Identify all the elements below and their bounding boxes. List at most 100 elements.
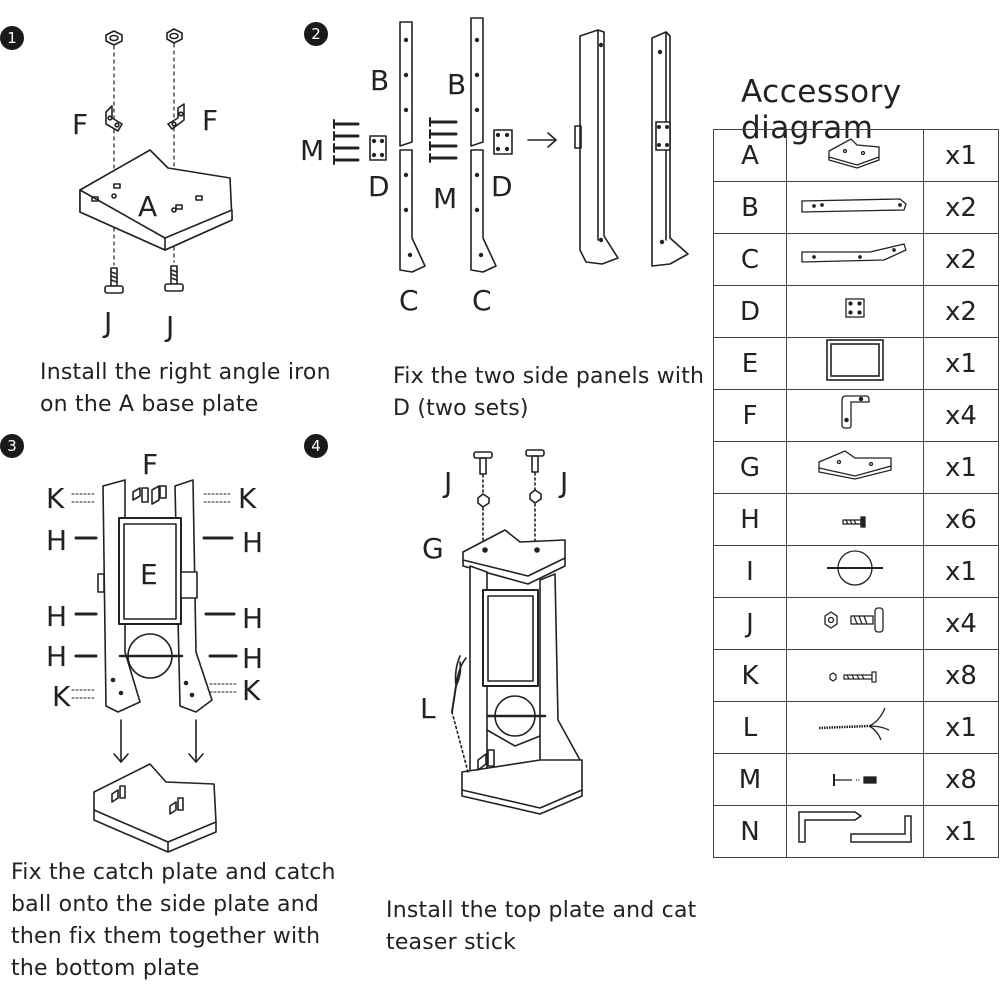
label-d: D: [491, 170, 513, 203]
step-1-caption: Install the right angle iron on the A ba…: [40, 360, 331, 417]
part-letter: L: [713, 701, 787, 754]
screws-m-left: [333, 119, 360, 165]
bolt-icon: [164, 265, 184, 292]
connector-d-left: [369, 135, 387, 161]
label-k: K: [238, 482, 257, 515]
step-2-drawing: [333, 17, 689, 273]
upper-panel-icon: [786, 181, 924, 234]
angle-iron-icon: [167, 103, 185, 130]
nut-icon: [105, 30, 123, 46]
bolt-icon: [525, 449, 545, 473]
small-screws-k: [71, 493, 237, 699]
step-2-badge: 2: [304, 22, 328, 46]
part-qty: x1: [923, 805, 999, 858]
arrow-down-icon: [188, 719, 204, 763]
table-row: B x2: [713, 181, 999, 234]
part-letter: G: [713, 441, 787, 494]
label-e: E: [140, 558, 158, 591]
table-row: K x8: [713, 649, 999, 702]
label-b: B: [447, 68, 467, 101]
angle-iron-icon: [786, 389, 924, 442]
part-qty: x2: [923, 285, 999, 338]
connector-plate-icon: [786, 285, 924, 338]
table-row: J x4: [713, 597, 999, 650]
part-qty: x8: [923, 753, 999, 806]
part-letter: J: [713, 597, 787, 650]
table-row: M x8: [713, 753, 999, 806]
part-qty: x4: [923, 597, 999, 650]
nut-icon: [166, 28, 183, 44]
base-plate-icon: [786, 129, 924, 182]
part-qty: x4: [923, 389, 999, 442]
assembled-panel-right: [651, 31, 689, 267]
label-k: K: [52, 680, 71, 713]
step-2-caption: Fix the two side panels with D (two sets…: [393, 364, 705, 421]
label-h: H: [242, 526, 264, 559]
small-screw-icon: [786, 649, 924, 702]
label-f: F: [72, 108, 89, 141]
table-row: G x1: [713, 441, 999, 494]
part-letter: C: [713, 233, 787, 286]
part-qty: x6: [923, 493, 999, 546]
panel-c-left: [399, 149, 426, 273]
label-j: J: [444, 466, 453, 499]
lower-panel-icon: [786, 233, 924, 286]
label-k: K: [242, 674, 261, 707]
step-1-badge: 1: [0, 26, 24, 50]
part-qty: x1: [923, 441, 999, 494]
part-letter: D: [713, 285, 787, 338]
label-j: J: [560, 466, 569, 499]
angle-iron-icon: [105, 105, 123, 132]
top-plate-g: [462, 529, 566, 585]
cat-teaser-stick-icon: [786, 701, 924, 754]
table-row: I x1: [713, 545, 999, 598]
bolt-icon: [473, 451, 493, 475]
label-h: H: [46, 640, 68, 673]
accessory-table: A x1 B x2 C x2 D x2: [713, 129, 999, 858]
label-j: J: [166, 310, 175, 343]
nut-bolt-icon: [786, 597, 924, 650]
step-4-caption: Install the top plate and cat teaser sti…: [386, 898, 697, 955]
step-3-drawing: [71, 479, 238, 853]
label-m: M: [433, 182, 458, 215]
screw-icon: [786, 493, 924, 546]
part-letter: A: [713, 129, 787, 182]
step-4-drawing: [451, 449, 583, 815]
table-row: N x1: [713, 805, 999, 858]
table-row: L x1: [713, 701, 999, 754]
catch-ball-icon: [786, 545, 924, 598]
part-letter: I: [713, 545, 787, 598]
base-plate-a: [79, 149, 233, 251]
catch-frame-icon: [786, 337, 924, 390]
label-g: G: [422, 532, 444, 565]
label-h: H: [46, 600, 68, 633]
top-plate-icon: [786, 441, 924, 494]
label-f: F: [202, 104, 219, 137]
step-4-badge: 4: [304, 434, 328, 458]
table-row: A x1: [713, 129, 999, 182]
label-h: H: [242, 642, 264, 675]
part-qty: x1: [923, 701, 999, 754]
part-qty: x2: [923, 233, 999, 286]
part-qty: x1: [923, 337, 999, 390]
table-row: F x4: [713, 389, 999, 442]
panel-b-right: [470, 17, 484, 147]
label-k: K: [46, 482, 65, 515]
part-letter: N: [713, 805, 787, 858]
part-qty: x1: [923, 545, 999, 598]
bottom-plate: [93, 763, 217, 853]
label-h: H: [242, 602, 264, 635]
panel-b-left: [399, 21, 413, 147]
cat-teaser-stick-icon: [451, 655, 495, 773]
part-letter: B: [713, 181, 787, 234]
allen-key-icon: [786, 805, 924, 858]
step-3-caption: Fix the catch plate and catch ball onto …: [11, 860, 336, 981]
label-d: D: [368, 170, 390, 203]
screws-h: [74, 536, 238, 658]
screws-m-right: [429, 117, 458, 163]
bolt-icon: [104, 267, 124, 294]
label-m: M: [300, 134, 325, 167]
catch-frame-e: [118, 517, 182, 625]
assembled-panel-left: [574, 29, 619, 265]
